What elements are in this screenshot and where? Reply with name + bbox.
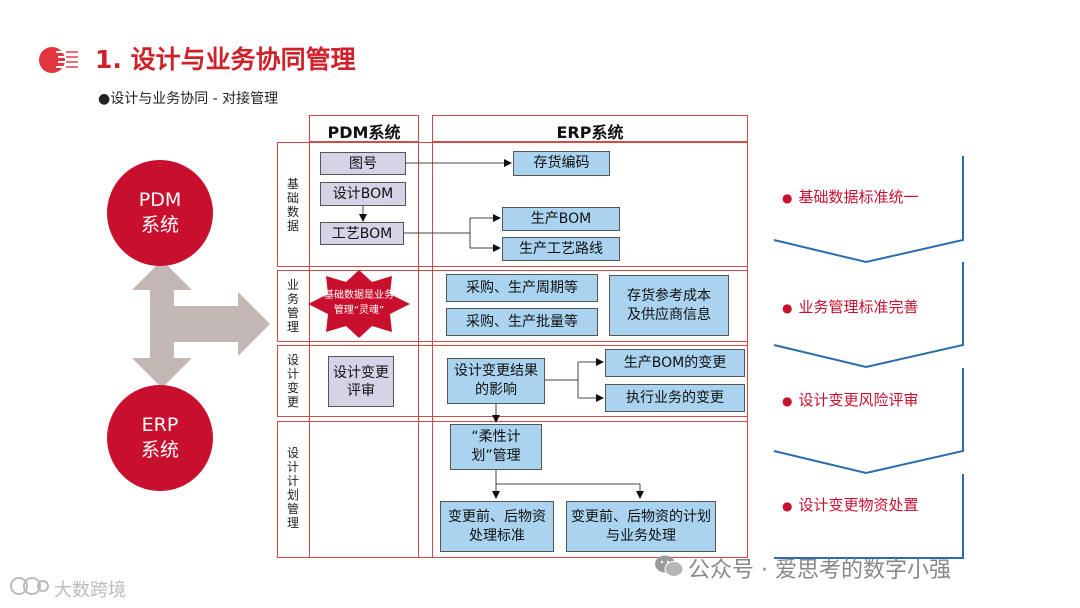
erp-column-header: ERP系统	[556, 123, 624, 142]
connector-arrow-icon	[132, 260, 270, 388]
footer-wechat-account: 公众号 · 爱思考的数字小强	[688, 558, 951, 583]
pdm-box-process-bom: 工艺BOM	[320, 222, 404, 245]
wechat-icon	[655, 555, 684, 577]
erp-box-production-routing: 生产工艺路线	[502, 237, 620, 261]
page-title: 1. 设计与业务协同管理	[95, 45, 356, 74]
pdm-column-frame	[309, 142, 419, 558]
chevron-stack-icon	[773, 156, 964, 559]
star-badge-text: 基础数据是业务管理“灵魂”	[324, 290, 394, 316]
right-label-2: ●业务管理标准完善	[782, 298, 919, 316]
pdm-box-drawing-no: 图号	[320, 152, 406, 175]
row-label-design-change: 设计变更	[286, 353, 299, 409]
erp-box-purchase-cycle: 采购、生产周期等	[446, 274, 598, 302]
pdm-header-frame	[309, 115, 419, 142]
row-label-business: 业务管理	[286, 278, 299, 334]
erp-box-plan-business: 变更前、后物资的计划与业务处理	[566, 501, 716, 552]
erp-box-purchase-batch: 采购、生产批量等	[446, 308, 598, 336]
pdm-box-design-bom: 设计BOM	[320, 182, 406, 206]
erp-box-inventory-code: 存货编码	[513, 151, 610, 176]
star-badge-icon	[308, 270, 410, 338]
erp-box-production-bom-change: 生产BOM的变更	[605, 349, 745, 377]
watermark-logo-icon	[10, 577, 49, 595]
right-label-1: ●基础数据标准统一	[782, 188, 919, 206]
erp-box-material-standard: 变更前、后物资处理标准	[440, 501, 554, 552]
right-label-3: ●设计变更风险评审	[782, 391, 919, 409]
right-label-4: ●设计变更物资处置	[782, 496, 919, 514]
erp-box-production-bom: 生产BOM	[502, 207, 620, 231]
row-label-design-plan: 设计计划管理	[286, 446, 299, 530]
erp-box-business-change: 执行业务的变更	[605, 384, 745, 412]
watermark-text: 大数跨境	[54, 580, 126, 601]
pdm-box-change-review: 设计变更评审	[328, 356, 394, 407]
pdm-column-header: PDM系统	[327, 123, 401, 142]
erp-box-cost-supplier: 存货参考成本及供应商信息	[609, 275, 729, 336]
page-subtitle: ●设计与业务协同 - 对接管理	[98, 91, 279, 107]
erp-column-frame	[432, 142, 748, 558]
row-label-basic-data: 基础数据	[286, 177, 299, 233]
erp-box-flexible-plan: “柔性计划”管理	[450, 424, 542, 470]
erp-header-frame	[432, 115, 748, 142]
title-logo-icon	[39, 47, 78, 73]
erp-box-change-impact: 设计变更结果的影响	[447, 358, 545, 404]
